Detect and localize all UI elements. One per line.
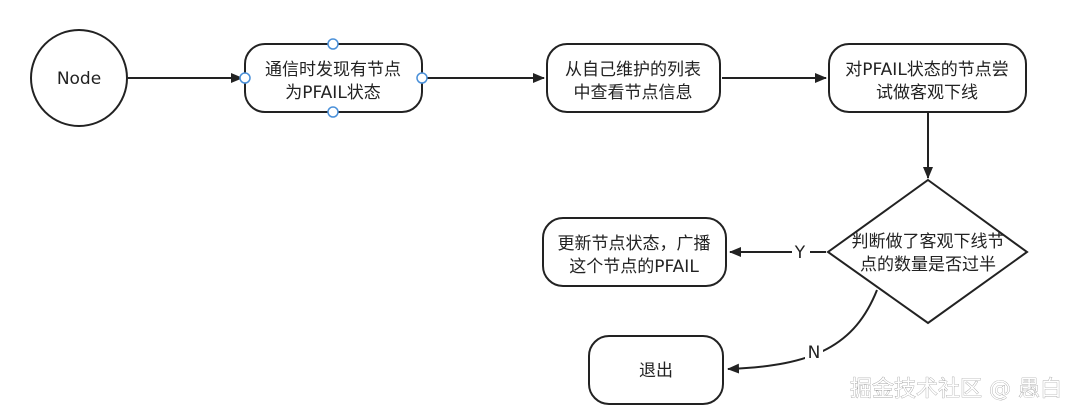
watermark: 掘金技术社区 @ 愚白 — [850, 377, 1062, 402]
start-circle — [30, 29, 128, 127]
exit-box — [588, 335, 724, 405]
node-start-label: Node — [57, 69, 101, 89]
node-decision[interactable]: 判断做了客观下线节 点的数量是否过半 — [826, 178, 1029, 325]
edge-label-no: N — [808, 343, 821, 363]
node-detect[interactable]: 通信时发现有节点 为PFAIL状态 — [239, 38, 428, 118]
node-attempt-line-2: 试做客观下线 — [876, 83, 978, 103]
node-lookup[interactable]: 从自己维护的列表 中查看节点信息 — [546, 43, 721, 113]
edge-label-yes: Y — [794, 243, 806, 263]
connection-handle-top[interactable] — [327, 38, 339, 50]
yes-label-bg — [792, 242, 810, 264]
decision-diamond — [826, 178, 1029, 325]
node-update[interactable]: 更新节点状态，广播 这个节点的PFAIL — [542, 217, 727, 287]
node-update-line-2: 这个节点的PFAIL — [569, 257, 699, 277]
node-lookup-line-2: 中查看节点信息 — [574, 83, 693, 103]
node-decision-line-2: 点的数量是否过半 — [860, 255, 996, 275]
node-detect-line-1: 通信时发现有节点 — [265, 60, 401, 80]
node-attempt-line-1: 对PFAIL状态的节点尝 — [845, 60, 1009, 80]
node-detect-line-2: 为PFAIL状态 — [285, 83, 381, 103]
edge-decision-to-exit — [727, 289, 878, 374]
node-exit-label: 退出 — [639, 361, 673, 381]
no-label-bg — [805, 342, 823, 364]
connection-handle-bottom[interactable] — [327, 106, 339, 118]
node-update-line-1: 更新节点状态，广播 — [558, 234, 711, 254]
node-decision-line-1: 判断做了客观下线节 — [852, 232, 1005, 252]
update-box — [542, 217, 727, 287]
node-lookup-line-1: 从自己维护的列表 — [565, 60, 701, 80]
connection-handle-left[interactable] — [239, 72, 251, 84]
attempt-box — [828, 43, 1027, 113]
lookup-box — [546, 43, 721, 113]
node-exit[interactable]: 退出 — [588, 335, 724, 405]
node-attempt[interactable]: 对PFAIL状态的节点尝 试做客观下线 — [828, 43, 1027, 113]
node-start[interactable]: Node — [30, 29, 128, 127]
edges — [128, 73, 933, 374]
connection-handle-right[interactable] — [416, 72, 428, 84]
